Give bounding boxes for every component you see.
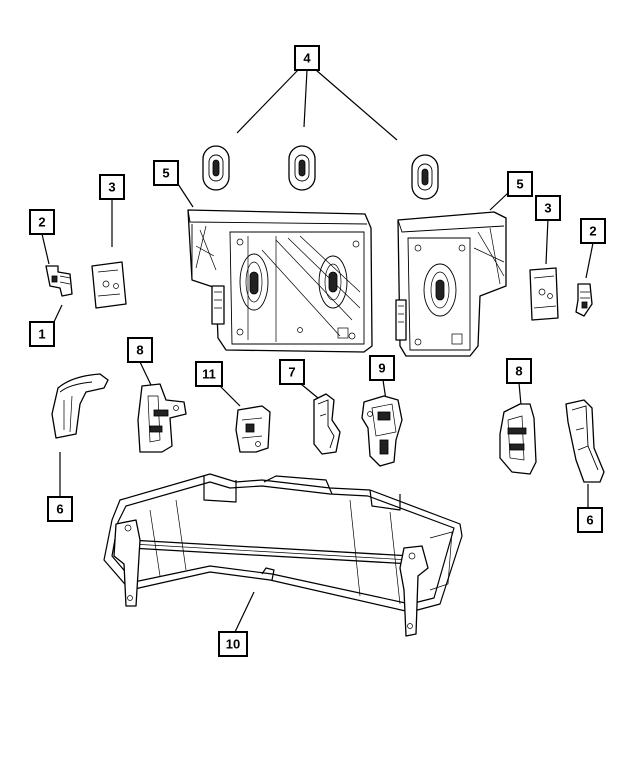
grommet-right [411,154,439,200]
seat-back-panel-right [395,211,507,357]
callout-label: 2 [589,224,596,239]
callout-label: 8 [136,343,143,358]
callout-2-left: 2 [29,209,55,235]
callout-label: 4 [303,51,311,66]
callout-label: 6 [56,502,63,517]
callout-9: 9 [369,355,395,381]
latch-clip-right-part-2 [575,283,593,317]
callout-2-right: 2 [580,218,606,244]
seat-frame-part-10 [103,473,463,637]
callout-label: 10 [226,637,240,652]
callout-label: 9 [378,361,385,376]
callout-4: 4 [294,45,320,71]
callout-3-right: 3 [535,195,561,221]
callout-3-left: 3 [99,174,125,200]
callout-label: 5 [516,177,523,192]
latch-assembly-part-9 [361,395,403,467]
hinge-plate-left-part-3 [91,261,127,309]
hinge-bracket-right-part-8 [499,403,537,475]
callout-6-right: 6 [577,507,603,533]
callout-label: 2 [38,215,45,230]
striker-bracket-part-11 [235,405,271,453]
callout-label: 11 [202,367,216,382]
callout-8-right: 8 [506,358,532,384]
latch-cover-part-7 [313,393,341,455]
callout-label: 6 [586,513,593,528]
side-cover-left-part-6 [51,373,109,439]
callout-label: 8 [515,364,522,379]
callout-11: 11 [195,361,223,387]
grommet-part-4 [202,145,439,200]
callout-8-left: 8 [127,337,153,363]
grommet-center [288,145,316,191]
callout-7: 7 [279,359,305,385]
seat-back-panel-left [187,209,373,353]
callout-5-right: 5 [507,171,533,197]
leader-lines [41,69,594,633]
callout-label: 1 [38,327,45,342]
callout-label: 7 [288,365,295,380]
callout-10: 10 [218,631,248,657]
latch-clip-left-part-2 [45,265,73,297]
hinge-bracket-left-part-8 [137,383,187,453]
hinge-plate-right-part-3 [529,267,559,321]
callout-1: 1 [29,321,55,347]
side-cover-right-part-6 [565,399,605,483]
callout-6-left: 6 [47,496,73,522]
callout-5-left: 5 [153,160,179,186]
callout-label: 5 [162,166,169,181]
callout-label: 3 [108,180,115,195]
grommet-left [202,145,230,191]
callout-label: 3 [544,201,551,216]
